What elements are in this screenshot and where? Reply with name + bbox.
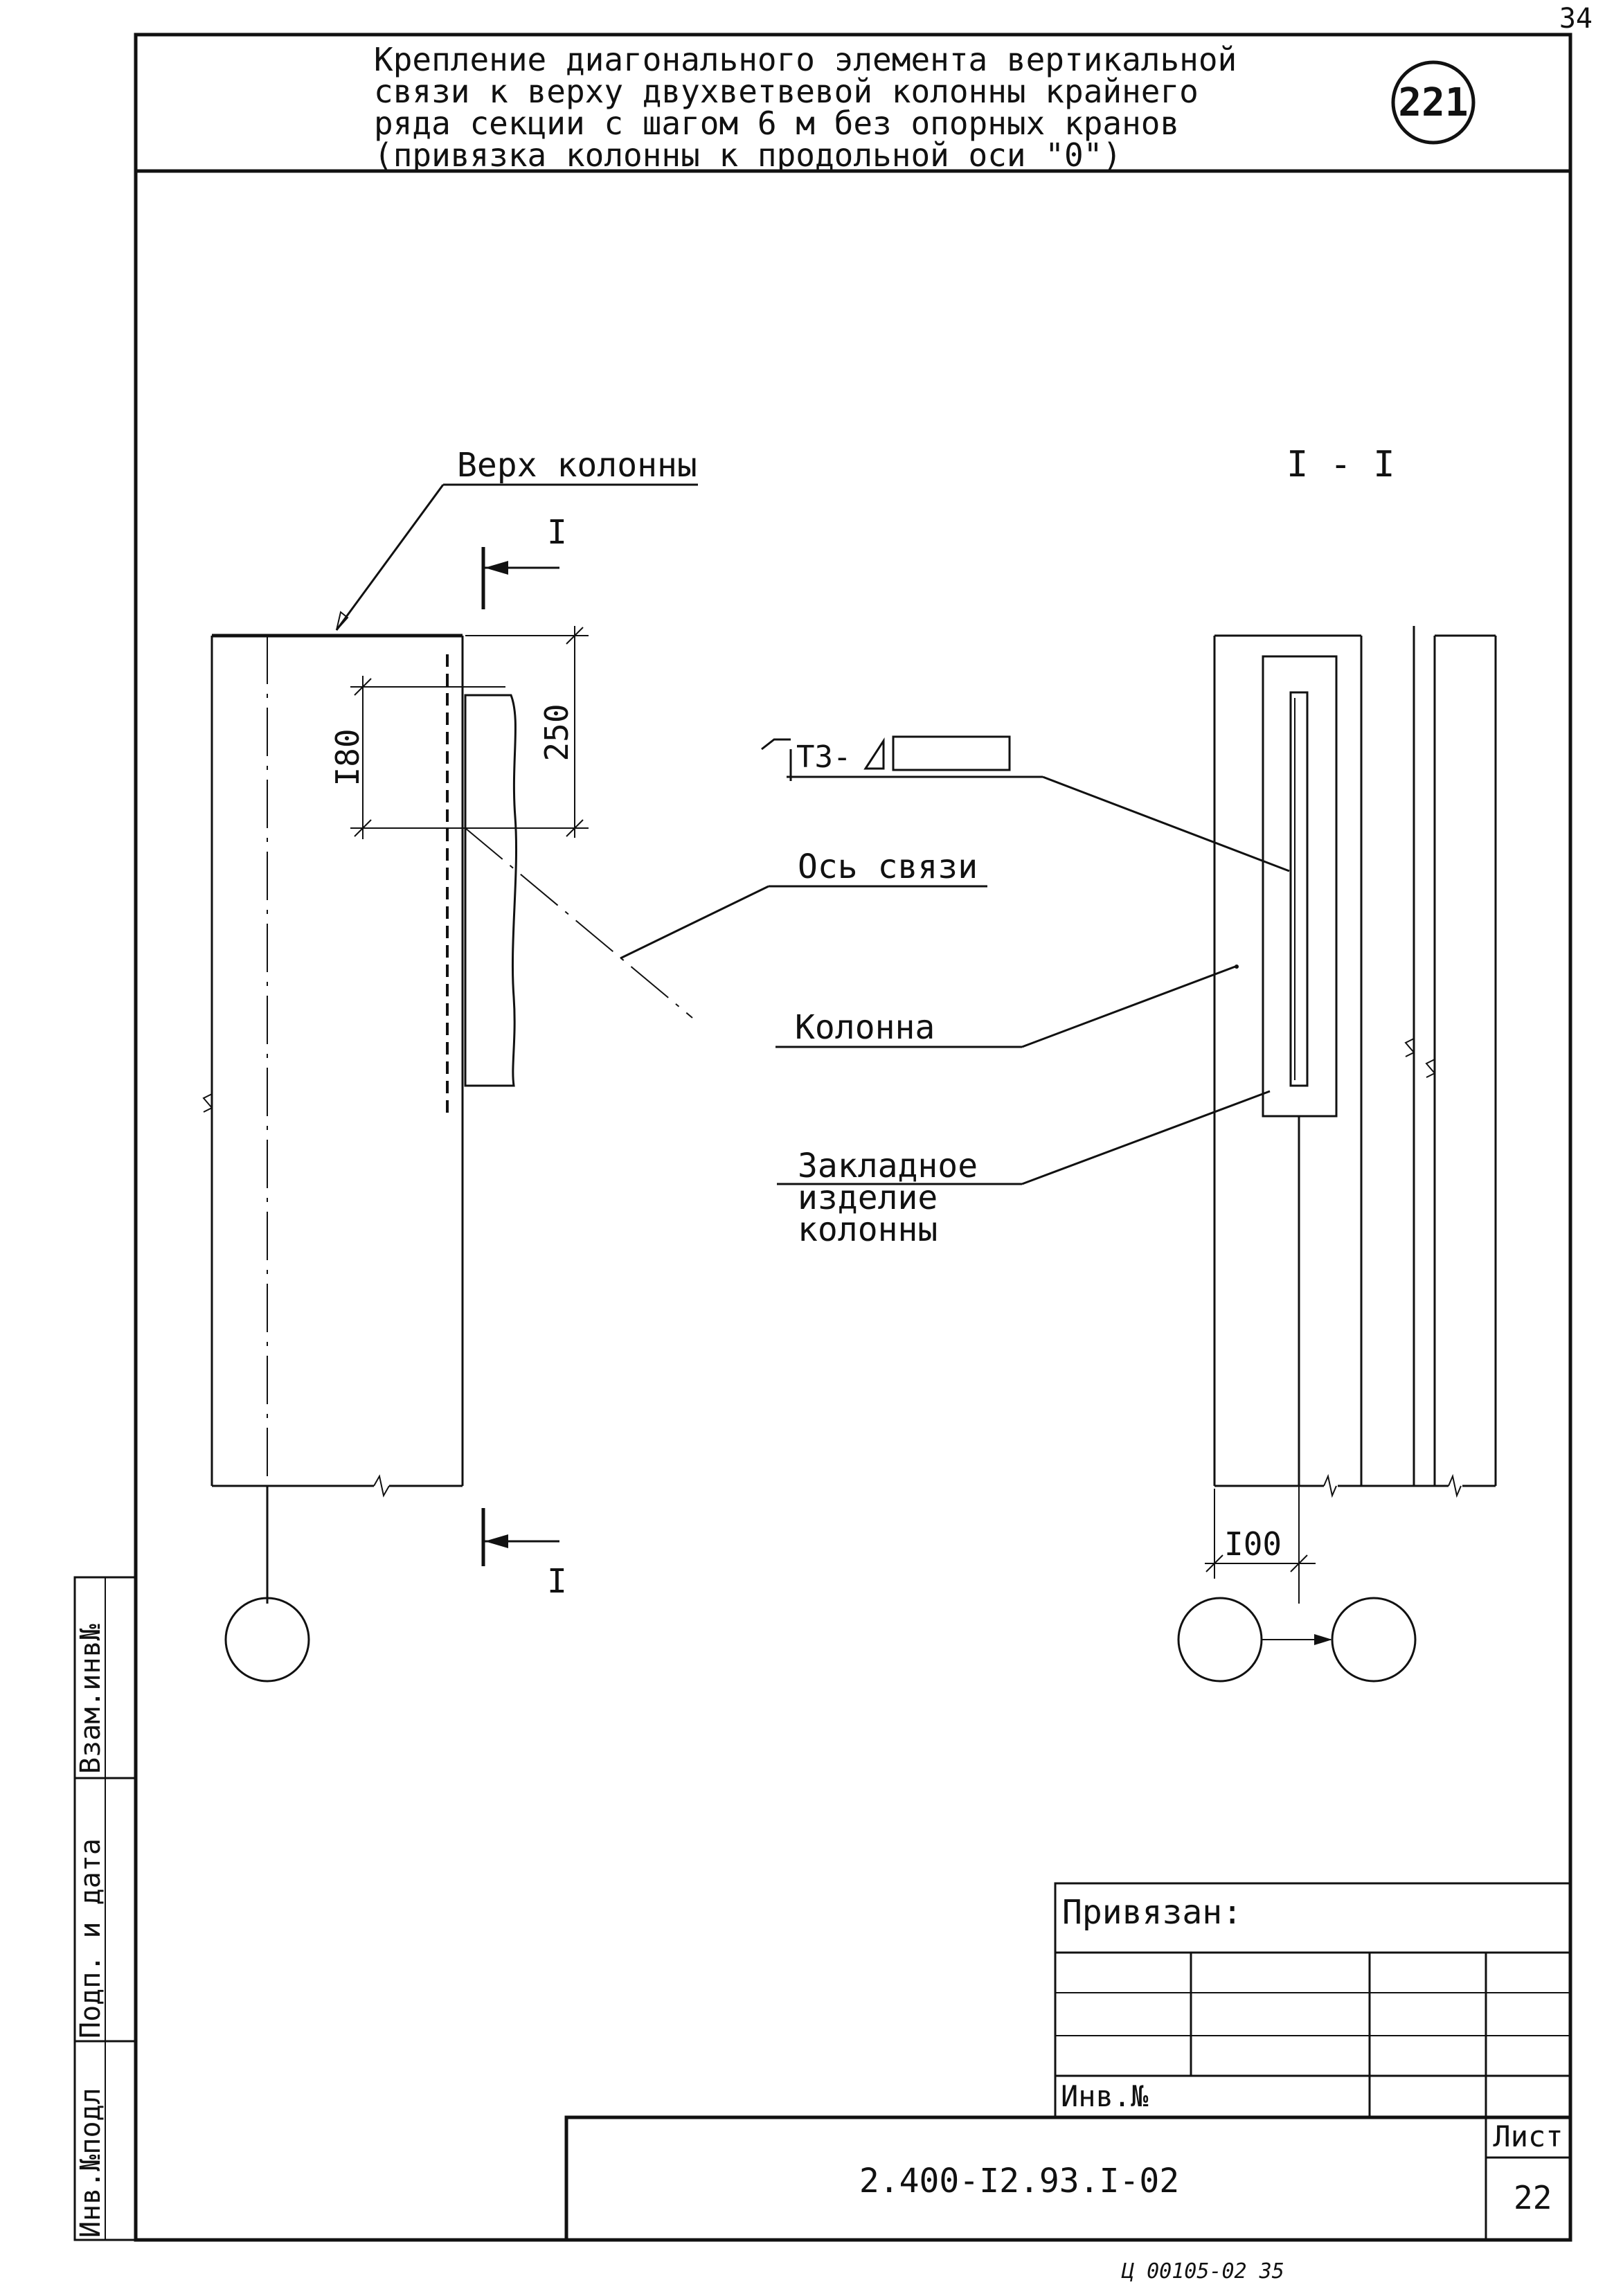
section-title: I - I bbox=[1286, 444, 1395, 485]
dim-180-label: I80 bbox=[329, 728, 366, 786]
header-title: Крепление диагонального элемента вертика… bbox=[374, 41, 1237, 174]
column-callout: Колонна bbox=[775, 965, 1239, 1048]
section-mark-top: I bbox=[547, 513, 567, 552]
side-stamp: Инв.№подл Подп. и дата Взам.инв№ bbox=[73, 1576, 137, 2241]
embedded-label-1: Закладное bbox=[798, 1147, 978, 1185]
title-line-2: связи к верху двухветвевой колонны крайн… bbox=[374, 73, 1199, 110]
binding-inv: Инв.№ bbox=[1061, 2079, 1149, 2113]
title-line-4: (привязка колонны к продольной оси "0") bbox=[374, 136, 1122, 174]
embedded-plate bbox=[1262, 655, 1338, 1118]
section-axis-circle-2 bbox=[1331, 1597, 1417, 1683]
weld-label: Т3- bbox=[796, 739, 851, 775]
left-column-view bbox=[202, 634, 518, 1683]
column-label: Колонна bbox=[795, 1008, 935, 1047]
section-cut-top: I bbox=[481, 513, 567, 609]
section-cut-bottom: I bbox=[481, 1508, 567, 1601]
bracing-axis-label: Ось связи bbox=[798, 847, 978, 886]
section-mark-bottom: I bbox=[547, 1562, 567, 1601]
weld-symbol: Т3- bbox=[761, 735, 1290, 872]
sheet-frame bbox=[134, 33, 1572, 2242]
embedded-label-3: колонны bbox=[798, 1210, 938, 1249]
section-view: I00 bbox=[1177, 626, 1497, 1683]
column-top-label: Верх колонны bbox=[457, 446, 697, 485]
bottom-note: Ц 00105-02 35 bbox=[1121, 2259, 1284, 2284]
embedded-label-2: изделие bbox=[798, 1178, 938, 1217]
column-top-callout: Верх колонны bbox=[335, 446, 698, 631]
dim-100-label: I00 bbox=[1224, 1525, 1282, 1563]
page-number-top: 34 bbox=[1559, 3, 1593, 35]
sheet-number: 22 bbox=[1514, 2179, 1552, 2216]
section-axis-circle-1 bbox=[1177, 1597, 1263, 1683]
stamp-vzam-inv: Взам.инв№ bbox=[75, 1624, 107, 1774]
stamp-inv-podl: Инв.№подл bbox=[75, 2088, 107, 2238]
node-number: 221 bbox=[1398, 80, 1468, 125]
title-block: 2.400-I2.93.I-02 Лист 22 bbox=[564, 2115, 1572, 2242]
binding-table: Привязан: Инв.№ bbox=[1054, 1882, 1572, 2119]
bracing-axis-callout: Ось связи bbox=[465, 827, 987, 1019]
title-line-1: Крепление диагонального элемента вертика… bbox=[374, 41, 1237, 78]
document-code: 2.400-I2.93.I-02 bbox=[859, 2162, 1179, 2200]
dim-250-label: 250 bbox=[538, 703, 575, 761]
binding-title: Привязан: bbox=[1062, 1893, 1242, 1932]
dimension-180: I80 bbox=[329, 676, 505, 839]
left-axis-circle bbox=[224, 1597, 310, 1683]
sheet-label: Лист bbox=[1493, 2119, 1563, 2153]
embedded-item-callout: Закладное изделие колонны bbox=[777, 1090, 1271, 1249]
bracing-member bbox=[1289, 691, 1309, 1087]
stamp-podp-data: Подп. и дата bbox=[75, 1838, 107, 2038]
dimension-250: 250 bbox=[465, 626, 589, 838]
node-number-circle bbox=[1391, 60, 1476, 145]
title-line-3: ряда секции с шагом 6 м без опорных кран… bbox=[374, 105, 1179, 142]
